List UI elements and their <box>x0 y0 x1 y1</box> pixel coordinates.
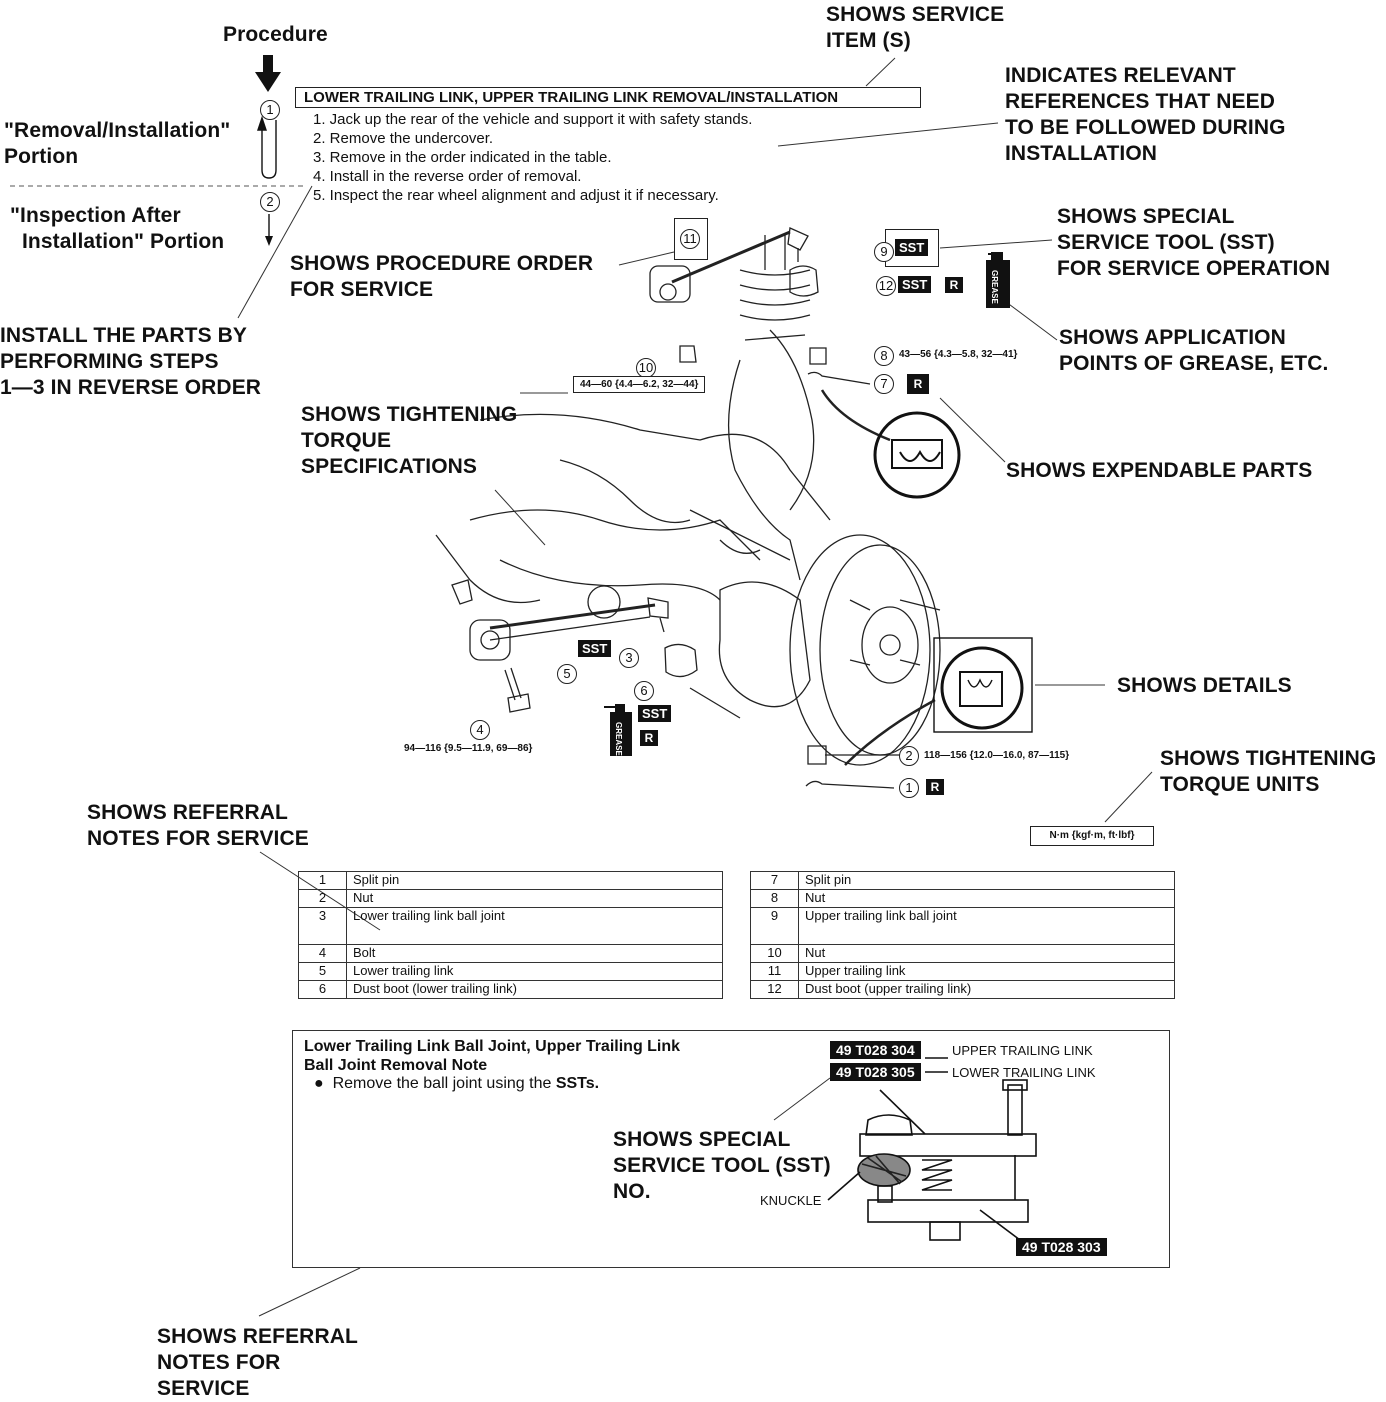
replace-badge: R <box>907 374 929 394</box>
grease-can-icon-2 <box>604 704 632 756</box>
grease-label: GREASE <box>614 722 623 756</box>
procedure-label: Procedure <box>223 23 328 46</box>
referral-note-box <box>292 1030 1170 1268</box>
sst-badge: SST <box>578 640 612 657</box>
part-marker-10: 10 <box>636 358 656 378</box>
removal-loop-icon <box>257 115 277 179</box>
torque-units-box: N·m {kgf·m, ft·lbf} <box>1030 826 1154 846</box>
part-marker-11: 11 <box>680 229 700 249</box>
sst-badge: SST <box>895 239 929 256</box>
part-marker-6: 6 <box>634 681 654 701</box>
inspection-portion-label: "Inspection After Installation" Portion <box>10 204 225 253</box>
details-box <box>933 637 1033 733</box>
callout-expendable: SHOWS EXPENDABLE PARTS <box>1006 459 1313 482</box>
callout-details: SHOWS DETAILS <box>1117 674 1292 697</box>
step-item: 1. Jack up the rear of the vehicle and s… <box>313 111 753 128</box>
part-marker-3: 3 <box>619 648 639 668</box>
step-item: 4. Install in the reverse order of remov… <box>313 168 582 185</box>
step-marker-1: 1 <box>260 100 280 120</box>
sst-tool-illustration <box>827 1057 1037 1241</box>
knuckle-label: KNUCKLE <box>760 1193 822 1208</box>
torque-2: 118—156 {12.0—16.0, 87—115} <box>924 750 1070 761</box>
part-marker-8: 8 <box>874 346 894 366</box>
lower-trailing-link-label: LOWER TRAILING LINK <box>952 1065 1096 1080</box>
steps-list: 1. Jack up the rear of the vehicle and s… <box>313 110 752 205</box>
torque-4: 94—116 {9.5—11.9, 69—86} <box>404 743 533 754</box>
sst-number-305: 49 T028 305 <box>830 1063 921 1081</box>
part-marker-4: 4 <box>470 720 490 740</box>
suspension-drawing <box>435 227 941 789</box>
torque-8: 43—56 {4.3—5.8, 32—41} <box>899 349 1018 360</box>
split-pin-detail-icon <box>873 411 961 499</box>
note-title: Lower Trailing Link Ball Joint, Upper Tr… <box>304 1038 681 1074</box>
part-marker-12: 12 <box>876 276 896 296</box>
replace-badge: R <box>926 779 944 795</box>
marker-11-box <box>674 218 708 260</box>
part-marker-2: 2 <box>899 746 919 766</box>
procedure-arrow-icon <box>255 55 281 92</box>
service-item-title: LOWER TRAILING LINK, UPPER TRAILING LINK… <box>295 87 921 108</box>
removal-portion-label: "Removal/Installation" Portion <box>4 119 231 168</box>
step-marker-2: 2 <box>260 192 280 212</box>
upper-trailing-link-label: UPPER TRAILING LINK <box>952 1043 1093 1058</box>
step-item: 2. Remove the undercover. <box>313 130 494 147</box>
sst-number-304: 49 T028 304 <box>830 1041 921 1059</box>
note-bullet-item: ● Remove the ball joint using the SSTs. <box>314 1075 600 1092</box>
sst-badge: SST <box>898 276 932 293</box>
step-item: 5. Inspect the rear wheel alignment and … <box>313 187 719 204</box>
torque-10: 44—60 {4.4—6.2, 32—44} <box>573 376 706 393</box>
sst-number-303: 49 T028 303 <box>1016 1238 1107 1256</box>
replace-badge: R <box>945 277 963 293</box>
replace-badge: R <box>640 730 658 746</box>
part-marker-5: 5 <box>557 664 577 684</box>
part-marker-1: 1 <box>899 778 919 798</box>
part-marker-9: 9 <box>874 242 894 262</box>
part-marker-7: 7 <box>874 374 894 394</box>
grease-label: GREASE <box>990 270 999 304</box>
sst-badge: SST <box>638 705 672 722</box>
step-item: 3. Remove in the order indicated in the … <box>313 149 612 166</box>
grease-can-icon <box>986 252 1010 308</box>
